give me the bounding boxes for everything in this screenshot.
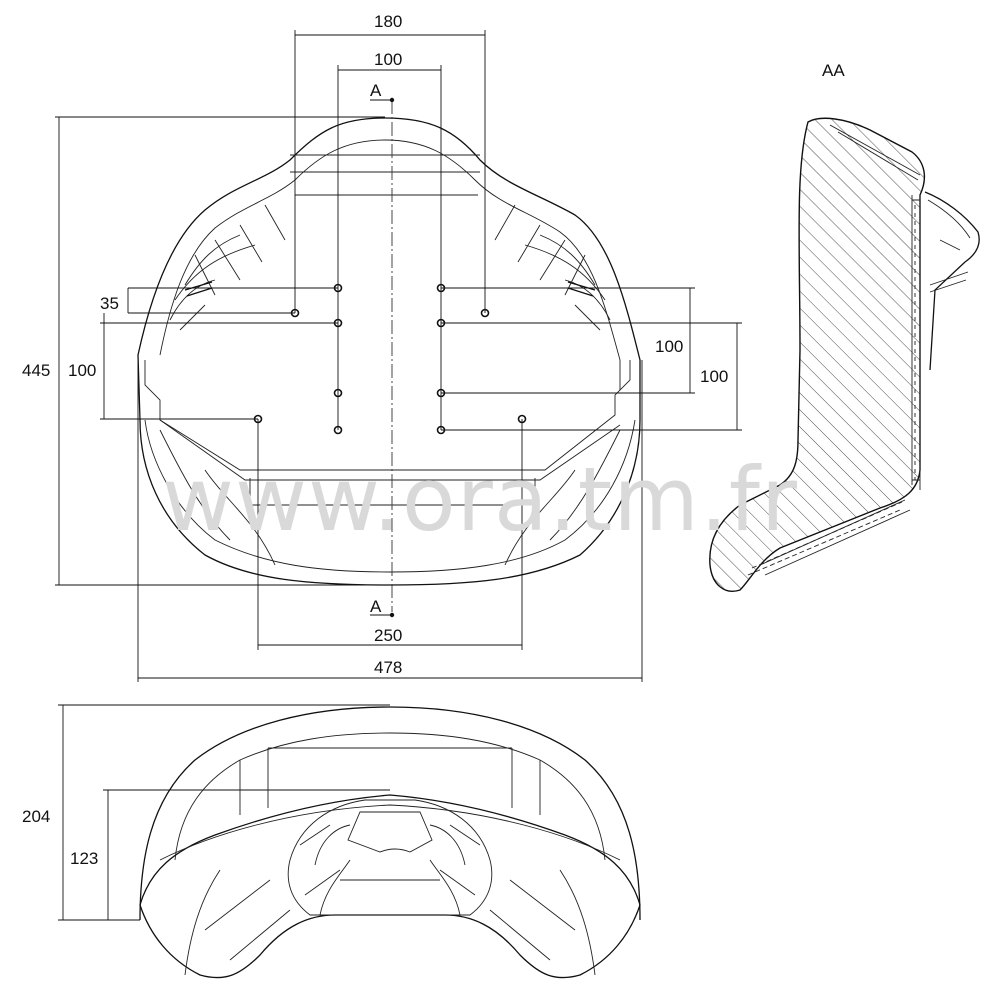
- section-mark-bottom: A: [370, 597, 382, 616]
- dim-100-top: 100: [374, 50, 402, 69]
- dim-250: 250: [374, 626, 402, 645]
- top-view: A A: [137, 81, 641, 618]
- section-mark-top: A: [370, 81, 382, 100]
- section-aa: AA: [709, 61, 980, 592]
- dim-204: 204: [22, 807, 50, 826]
- front-view: [139, 706, 641, 979]
- dim-445: 445: [22, 361, 50, 380]
- section-label: AA: [822, 61, 845, 80]
- watermark-text: www.ora.tm.fr: [162, 448, 798, 551]
- dim-180: 180: [374, 12, 402, 31]
- dim-478: 478: [374, 658, 402, 677]
- dim-100-right-inner: 100: [655, 337, 683, 356]
- dim-100-right-outer: 100: [700, 367, 728, 386]
- dimension-labels: 180 100 35 100 445 100 100 250 478 204 1…: [22, 12, 728, 868]
- dim-35: 35: [100, 294, 119, 313]
- dim-100-left: 100: [68, 361, 96, 380]
- dimension-lines: [55, 30, 742, 921]
- dim-123: 123: [70, 849, 98, 868]
